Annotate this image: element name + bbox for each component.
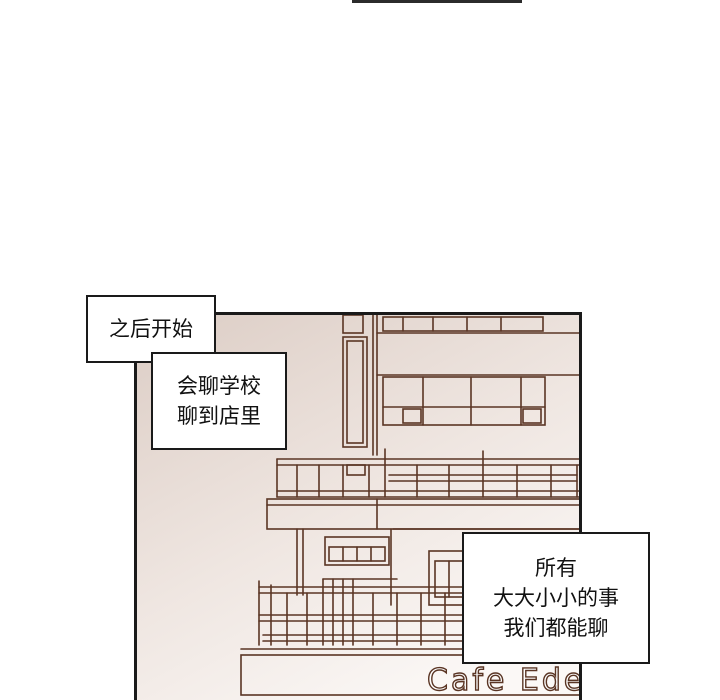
speech-bubble-everything: 所有 大大小小的事 我们都能聊 xyxy=(462,532,650,664)
cafe-sign: Cafe Eden xyxy=(427,663,582,698)
bubble-text-line: 聊到店里 xyxy=(177,404,261,428)
building-line-art xyxy=(240,315,579,696)
bubble-text-line: 之后开始 xyxy=(109,317,193,341)
previous-panel-edge xyxy=(352,0,522,3)
bubble-text-line: 所有 xyxy=(535,556,577,580)
bubble-text-line: 我们都能聊 xyxy=(503,616,609,640)
speech-bubble-topics: 会聊学校 聊到店里 xyxy=(151,352,287,450)
bubble-text-line: 大大小小的事 xyxy=(493,586,619,610)
bubble-text-line: 会聊学校 xyxy=(177,374,261,398)
speech-bubble-intro: 之后开始 xyxy=(86,295,216,363)
